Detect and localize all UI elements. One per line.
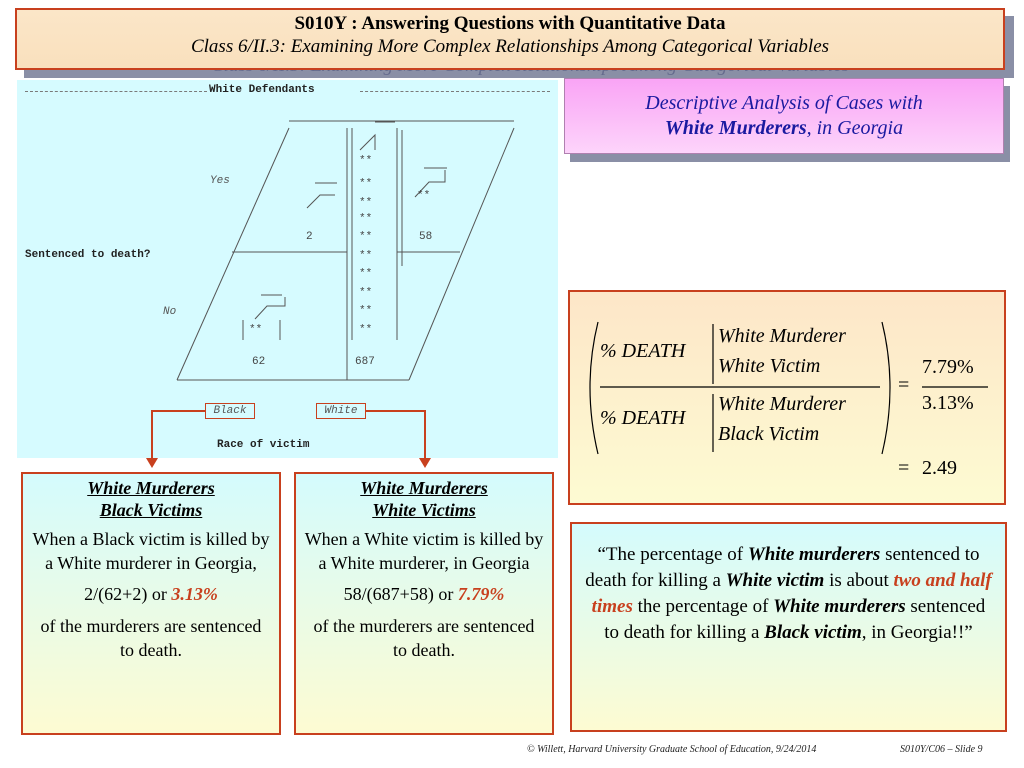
slide-subtitle: Class 6/II.3: Examining More Complex Rel… (190, 36, 830, 57)
arrow-white-v (424, 410, 426, 460)
eq-sign-2: = (898, 457, 910, 479)
cell-star: ** (417, 190, 431, 202)
spss-mosaic-panel: White Defendants (17, 80, 558, 458)
card-pct: 3.13% (171, 583, 218, 604)
card-calc-text: 58/(687+58) or (343, 583, 458, 604)
card-heading-line1: White Murderers (360, 478, 488, 498)
card-conclusion: of the murderers are sentenced to death. (313, 616, 535, 661)
card-heading-line1: White Murderers (87, 478, 215, 498)
den-cond2: Black Victim (718, 423, 820, 445)
analysis-bold: White Murderers (664, 117, 807, 139)
analysis-rest: , in Georgia (806, 117, 904, 139)
card-white-murderers-black-victims: White Murderers Black Victims When a Bla… (21, 472, 281, 735)
quote-highlight: two and half times (591, 570, 992, 618)
cell-star: ** (359, 250, 373, 262)
conclusion-quote-box: “The percentage of White murderers sente… (570, 522, 1007, 732)
card-white-murderers-white-victims: White Murderers White Victims When a Whi… (294, 472, 554, 735)
quote-text: sentenced to death for killing a (585, 544, 980, 592)
quote-text: sentenced to death for killing a (604, 596, 986, 644)
arrow-white-head-icon (419, 458, 431, 468)
quote-emph: White victim (725, 570, 825, 592)
footer-slide-number: S010Y/C06 – Slide 9 (900, 744, 983, 755)
card-calc-text: 2/(62+2) or (84, 583, 172, 604)
cell-star: ** (249, 324, 263, 336)
card-calc: 58/(687+58) or 7.79% (296, 582, 552, 606)
black-tag: Black (205, 403, 255, 419)
row-variable-label: Sentenced to death? (25, 249, 151, 261)
no-label: No (163, 306, 177, 318)
cell-white-yes: 58 (419, 231, 433, 243)
card-calc: 2/(62+2) or 3.13% (23, 582, 279, 606)
cell-star: ** (359, 178, 373, 190)
num-cond2: White Victim (718, 355, 821, 377)
card-heading-line2: Black Victims (99, 499, 203, 520)
analysis-line1: Descriptive Analysis of Cases with (645, 92, 923, 114)
cell-star: ** (359, 197, 373, 209)
num-value: 7.79% (922, 356, 974, 378)
cell-black-no: 62 (252, 356, 266, 368)
quote-text: , in Georgia!!” (861, 622, 973, 644)
num-pct-death: % DEATH (600, 340, 686, 362)
quote-emph: White murderers (747, 544, 881, 565)
analysis-box: Descriptive Analysis of Cases with White… (564, 78, 1004, 154)
card-text: When a Black victim is killed by a White… (32, 529, 270, 574)
card-conclusion: of the murderers are sentenced to death. (40, 616, 262, 661)
white-tag: White (316, 403, 366, 419)
card-text: When a White victim is killed by a White… (304, 529, 544, 574)
cell-black-yes: 2 (306, 231, 313, 243)
mosaic-plot (176, 120, 515, 381)
den-value: 3.13% (922, 392, 974, 414)
den-cond1: White Murderer (718, 393, 846, 415)
cell-star: ** (359, 268, 373, 280)
num-cond1: White Murderer (718, 325, 846, 347)
quote-text: “The percentage of (597, 544, 748, 565)
quote-text: is about (824, 570, 894, 592)
ratio-formula-box: % DEATH White Murderer White Victim % DE… (568, 290, 1006, 505)
card-heading-line2: White Victims (372, 499, 476, 520)
cell-star: ** (359, 231, 373, 243)
cell-star: ** (359, 324, 373, 336)
arrow-black-head-icon (146, 458, 158, 468)
quote-text: the percentage of (632, 596, 774, 618)
dash-line-left (25, 91, 207, 92)
dash-line-right (360, 91, 550, 92)
arrow-black-v (151, 410, 153, 462)
analysis-line2: White Murderers, in Georgia (565, 116, 1003, 141)
result-value: 2.49 (922, 457, 957, 479)
slide-title: S010Y : Answering Questions with Quantit… (294, 13, 726, 34)
cell-white-no: 687 (355, 356, 375, 368)
yes-label: Yes (210, 175, 230, 187)
cell-star: ** (359, 213, 373, 225)
cell-star: ** (359, 155, 373, 167)
card-pct: 7.79% (457, 583, 505, 604)
arrow-white-h (366, 410, 426, 412)
cell-star: ** (359, 305, 373, 317)
formula-brackets (589, 321, 988, 455)
quote-emph: Black victim (764, 622, 862, 644)
den-pct-death: % DEATH (600, 407, 686, 429)
footer-credit: © Willett, Harvard University Graduate S… (527, 744, 817, 755)
eq-sign: = (898, 374, 910, 396)
quote-emph: White murderers (773, 596, 906, 618)
arrow-black-h (151, 410, 205, 412)
title-box: S010Y : Answering Questions with Quantit… (15, 8, 1005, 70)
section-label: White Defendants (209, 84, 315, 96)
column-variable-label: Race of victim (217, 439, 310, 451)
cell-star: ** (359, 287, 373, 299)
